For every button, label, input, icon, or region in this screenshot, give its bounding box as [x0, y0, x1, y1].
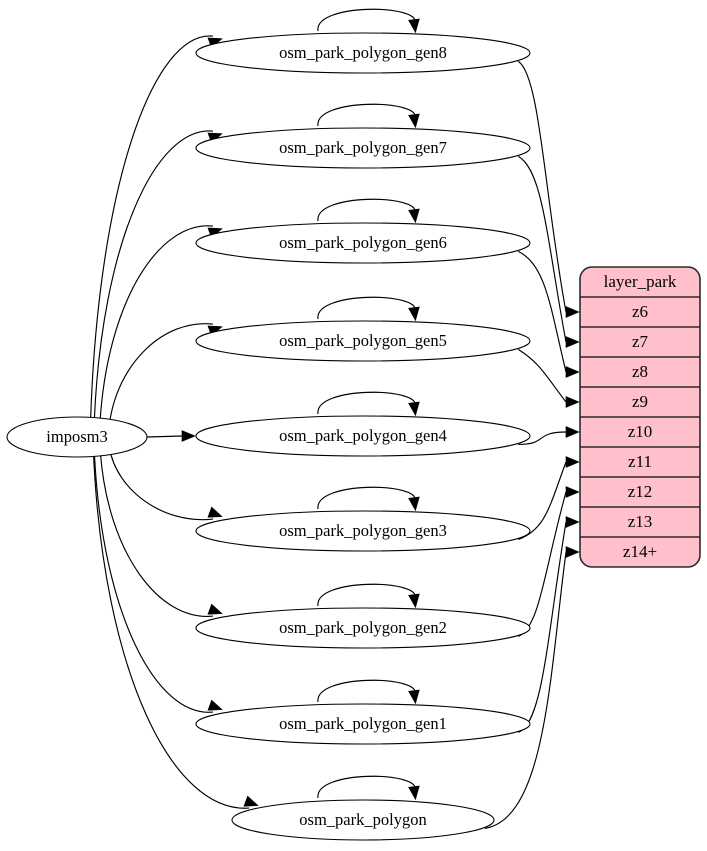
edge-gen4-to-z10 — [518, 431, 567, 445]
edge-arrowhead-gen4-row — [565, 426, 580, 438]
edge-imposm3-to-gen5 — [108, 323, 214, 427]
layer-park-row-z8: z8 — [632, 362, 648, 381]
edge-arrowhead-gen6-row — [565, 366, 580, 378]
layer-park-row-z13: z13 — [628, 512, 653, 531]
node-gen6-ellipse[interactable] — [195, 222, 531, 264]
edge-selfloop-gen7 — [317, 103, 416, 127]
node-gen6-label: osm_park_polygon_gen6 — [279, 233, 447, 252]
layer-park-row-z9: z9 — [632, 392, 648, 411]
node-gen4-label: osm_park_polygon_gen4 — [279, 426, 447, 445]
edge-arrowhead-gen8-row — [565, 306, 580, 318]
layer-park-row-z7: z7 — [632, 332, 649, 351]
edge-gen6-to-z8 — [518, 250, 567, 373]
node-gen4-ellipse[interactable] — [195, 415, 531, 457]
edge-arrowhead-gen3-row — [565, 456, 580, 468]
edge-selfloop-gen4 — [317, 391, 416, 415]
edge-arrowhead-imposm3-gen2 — [207, 603, 223, 615]
layer-park-row-z10: z10 — [628, 422, 653, 441]
edge-arrowhead-gen1-row — [565, 516, 580, 528]
node-imposm3-label: imposm3 — [46, 427, 107, 446]
edge-selfloop-gen8 — [317, 8, 416, 32]
node-gen7-ellipse[interactable] — [195, 127, 531, 169]
edge-arrowhead-selfloop-base — [408, 785, 420, 801]
node-gen1-ellipse[interactable] — [195, 703, 531, 745]
edge-arrowhead-gen2-row — [565, 486, 580, 498]
edge-arrowhead-gen7-row — [565, 336, 580, 348]
nodes-layer: osm_park_polygon_gen8 osm_park_polygon_ge… — [6, 32, 531, 841]
edge-imposm3-to-gen7 — [93, 130, 214, 421]
node-gen8-ellipse[interactable] — [195, 32, 531, 74]
edge-arrowhead-base-row — [565, 546, 580, 558]
edge-selfloop-gen6 — [317, 198, 416, 222]
edge-arrowhead-imposm3-gen4 — [181, 430, 196, 442]
node-gen3-label: osm_park_polygon_gen3 — [279, 521, 447, 540]
layer-park-header-label: layer_park — [604, 272, 677, 291]
node-gen3-ellipse[interactable] — [195, 510, 531, 552]
edge-imposm3-to-gen8 — [90, 35, 214, 420]
edge-arrowhead-gen5-row — [565, 396, 580, 408]
edge-imposm3-to-base — [92, 453, 250, 809]
edge-selfloop-base — [317, 775, 416, 799]
edge-imposm3-to-gen4 — [146, 435, 183, 438]
node-imposm3-ellipse[interactable] — [6, 416, 148, 458]
node-base-label: osm_park_polygon — [299, 810, 426, 829]
node-gen5-ellipse[interactable] — [195, 320, 531, 362]
layer-park-row-z14plus: z14+ — [623, 542, 657, 561]
layer-park-row-z12: z12 — [628, 482, 653, 501]
edge-imposm3-to-gen2 — [99, 451, 214, 617]
edge-arrowhead-imposm3-base — [243, 795, 259, 807]
node-gen5-label: osm_park_polygon_gen5 — [279, 331, 447, 350]
edge-base-to-z14plus — [484, 551, 567, 829]
node-gen2-label: osm_park_polygon_gen2 — [279, 618, 447, 637]
edge-imposm3-to-gen6 — [99, 225, 214, 423]
edge-arrowhead-selfloop-gen1 — [408, 689, 420, 705]
node-gen7-label: osm_park_polygon_gen7 — [279, 138, 447, 157]
node-gen8-label: osm_park_polygon_gen8 — [279, 43, 447, 62]
edge-arrowhead-selfloop-gen3 — [408, 496, 420, 512]
edge-imposm3-to-gen3 — [108, 446, 214, 521]
edge-gen5-to-z9 — [517, 348, 567, 403]
edge-gen7-to-z7 — [518, 155, 567, 343]
node-gen2-ellipse[interactable] — [195, 607, 531, 649]
edge-selfloop-gen2 — [317, 583, 416, 607]
edge-gen8-to-z6 — [517, 60, 567, 313]
edge-arrowhead-selfloop-gen7 — [408, 113, 420, 129]
edge-selfloop-gen1 — [317, 679, 416, 703]
edge-arrowhead-selfloop-gen5 — [408, 306, 420, 322]
node-base-ellipse[interactable] — [231, 799, 495, 841]
edge-arrowhead-selfloop-gen6 — [408, 208, 420, 224]
edge-arrowhead-selfloop-gen8 — [408, 18, 420, 34]
edge-arrowhead-imposm3-gen1 — [207, 699, 223, 711]
edge-arrowhead-selfloop-gen2 — [408, 593, 420, 609]
edge-selfloop-gen3 — [317, 486, 416, 510]
edge-selfloop-gen5 — [317, 296, 416, 320]
edge-imposm3-to-gen1 — [93, 453, 214, 713]
edge-arrowhead-selfloop-gen4 — [408, 401, 420, 417]
edge-arrowhead-imposm3-gen3 — [207, 506, 223, 518]
node-gen1-label: osm_park_polygon_gen1 — [279, 714, 447, 733]
layer-park-row-z11: z11 — [628, 452, 652, 471]
layer-park-row-z6: z6 — [632, 302, 648, 321]
layer-park-table: layer_park z6 z7 z8 z9 z10 z11 z12 z13 z14+ — [579, 266, 701, 568]
